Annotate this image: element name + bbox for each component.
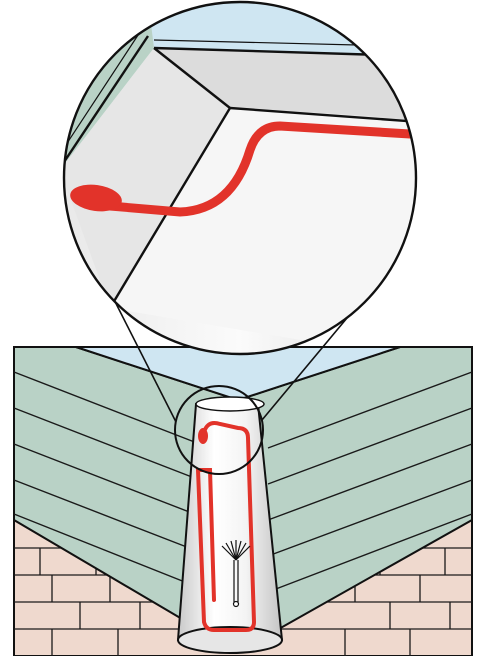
heat-cable-plug (198, 428, 208, 444)
magnified-view (30, 0, 480, 360)
